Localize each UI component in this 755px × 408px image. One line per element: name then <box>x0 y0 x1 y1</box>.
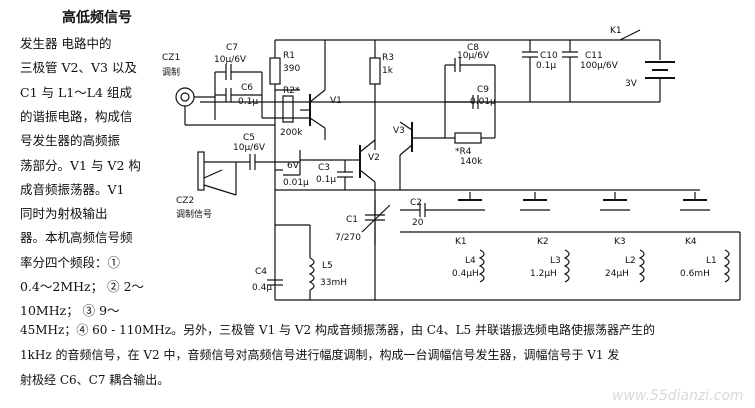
r3-value: 1k <box>382 66 394 76</box>
k2-label: K2 <box>537 237 549 247</box>
k4-switch-icon <box>680 192 710 211</box>
r2-resistor <box>282 95 294 123</box>
article-left-line: C1 与 L1～L4 组成 <box>20 84 132 100</box>
l2-value: 24μH <box>605 269 629 279</box>
c4-value: 0.4μ <box>252 283 272 293</box>
k1-switch-icon <box>455 192 485 211</box>
k4-label: K4 <box>685 237 697 247</box>
l5-label: L5 <box>322 261 333 271</box>
r3-label: R3 <box>382 53 394 63</box>
r4-value: 140k <box>460 157 483 167</box>
c1-label: C1 <box>346 215 358 225</box>
article-left-line: 的谐振电路，构成信 <box>20 108 133 124</box>
article-left-line: 荡部分。V1 与 V2 构 <box>20 157 141 173</box>
k3-switch-icon <box>600 192 630 211</box>
article-bottom-line: 射极经 C6、C7 耦合输出。 <box>20 373 170 387</box>
c9-value: 0.01μ <box>470 97 496 107</box>
cz1-sub-label: 调制 <box>162 66 180 78</box>
cz2-sub-label: 调制信号 <box>176 208 212 220</box>
l3-label: L3 <box>550 256 561 266</box>
c2-value: 20 <box>412 218 424 228</box>
v3-label: V3 <box>393 126 405 136</box>
article-left-line: 0.4～2MHz； ② 2～ <box>20 279 145 294</box>
l1-value: 0.6mH <box>680 269 710 279</box>
l1-label: L1 <box>706 256 717 266</box>
v1-transistor-icon <box>300 40 326 129</box>
cap-6v-value: 0.01μ <box>283 178 309 188</box>
l1-inductor <box>723 249 730 283</box>
article-bottom-line: 45MHz；④ 60 - 110MHz。另外，三极管 V1 与 V2 构成音频振… <box>20 323 656 337</box>
battery-icon <box>645 61 675 102</box>
article-left-line: 10MHz； ③ 9～ <box>20 303 120 319</box>
article-title: 高低频信号 <box>62 10 132 26</box>
article-left-line: 器。本机高频信号频 <box>20 230 133 246</box>
c7-label: C7 <box>226 43 238 53</box>
article-left-line: 成音频振荡器。V1 <box>20 181 125 197</box>
v2-transistor-icon <box>345 139 376 183</box>
c2-label: C2 <box>410 198 422 208</box>
l3-inductor <box>563 249 570 283</box>
k3-label: K3 <box>614 237 626 247</box>
l4-label: L4 <box>465 256 476 266</box>
watermark: www.55dianzi.com <box>612 388 744 404</box>
r1-value: 390 <box>283 64 300 74</box>
k1-top-label: K1 <box>610 26 622 36</box>
r2-label: R2* <box>283 86 300 96</box>
article-left-line: 率分四个频段：① <box>20 254 121 270</box>
c10-value: 0.1μ <box>536 61 556 71</box>
r4-resistor <box>454 132 482 144</box>
v3-transistor-icon <box>399 121 445 156</box>
k2-switch-icon <box>520 192 550 211</box>
c3-value: 0.1μ <box>316 175 336 185</box>
battery-label: 3V <box>625 79 638 89</box>
article-bottom-line: 1kHz 的音频信号，在 V2 中，音频信号对高频信号进行幅度调制，构成一台调幅… <box>20 348 620 362</box>
article-left-line: 三极管 V2、V3 以及 <box>20 60 137 76</box>
c9-label: C9 <box>477 85 489 95</box>
c11-label: C11 <box>585 51 603 61</box>
l4-value: 0.4μH <box>452 269 479 279</box>
cz1-label: CZ1 <box>162 53 180 63</box>
c6-label: C6 <box>241 83 253 93</box>
r1-resistor <box>269 57 281 85</box>
r1-label: R1 <box>283 51 295 61</box>
r2-value: 200k <box>280 128 303 138</box>
c3-label: C3 <box>318 163 330 173</box>
c5-label: C5 <box>243 133 255 143</box>
c11-value: 100μ/6V <box>580 61 619 71</box>
article-left-line: 发生器 电路中的 <box>20 36 112 51</box>
c10-label: C10 <box>540 51 558 61</box>
cz2-label: CZ2 <box>176 196 194 206</box>
v2-label: V2 <box>368 153 380 163</box>
c6-value: 0.1μ <box>238 97 258 107</box>
c4-label: C4 <box>255 267 267 277</box>
cz2-jack-icon <box>197 151 205 191</box>
c5-value: 10μ/6V <box>233 143 266 153</box>
l2-inductor <box>638 249 645 283</box>
c8-value: 10μ/6V <box>457 51 490 61</box>
r4-label: *R4 <box>455 147 472 157</box>
r3-resistor <box>369 57 381 85</box>
l2-label: L2 <box>625 256 636 266</box>
cap-6v-label: 6V <box>287 161 300 171</box>
c1-value: 7/270 <box>335 233 361 243</box>
l3-value: 1.2μH <box>530 269 557 279</box>
cz1-jack-icon <box>175 87 195 107</box>
l4-inductor <box>478 249 485 283</box>
l5-inductor <box>308 257 315 291</box>
c8-label: C8 <box>467 43 479 53</box>
c7-value: 10μ/6V <box>214 55 247 65</box>
k1-label: K1 <box>455 237 467 247</box>
l5-value: 33mH <box>320 278 347 288</box>
v1-label: V1 <box>330 96 342 106</box>
article-left-line: 号发生器的高频振 <box>20 133 121 149</box>
article-left-line: 同时为射极输出 <box>20 206 108 222</box>
